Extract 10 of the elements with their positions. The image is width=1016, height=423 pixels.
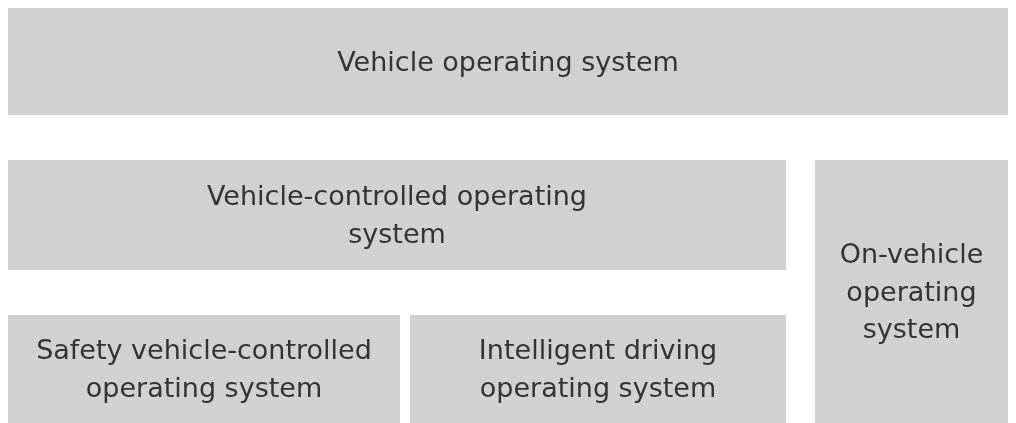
layer-label: Safety vehicle-controlled operating system: [35, 333, 373, 405]
layer-box: [8, 315, 400, 423]
layer-label: Vehicle operating system: [337, 44, 679, 79]
layer-box: [8, 160, 786, 270]
layer-box: [8, 8, 1008, 115]
layer-label: On-vehicle operating system: [838, 236, 985, 347]
layer-box: [815, 160, 1008, 423]
layer-label: Intelligent driving operating system: [477, 333, 719, 405]
layer-label: Vehicle-controlled operating system: [206, 179, 588, 251]
layer-box: [410, 315, 786, 423]
